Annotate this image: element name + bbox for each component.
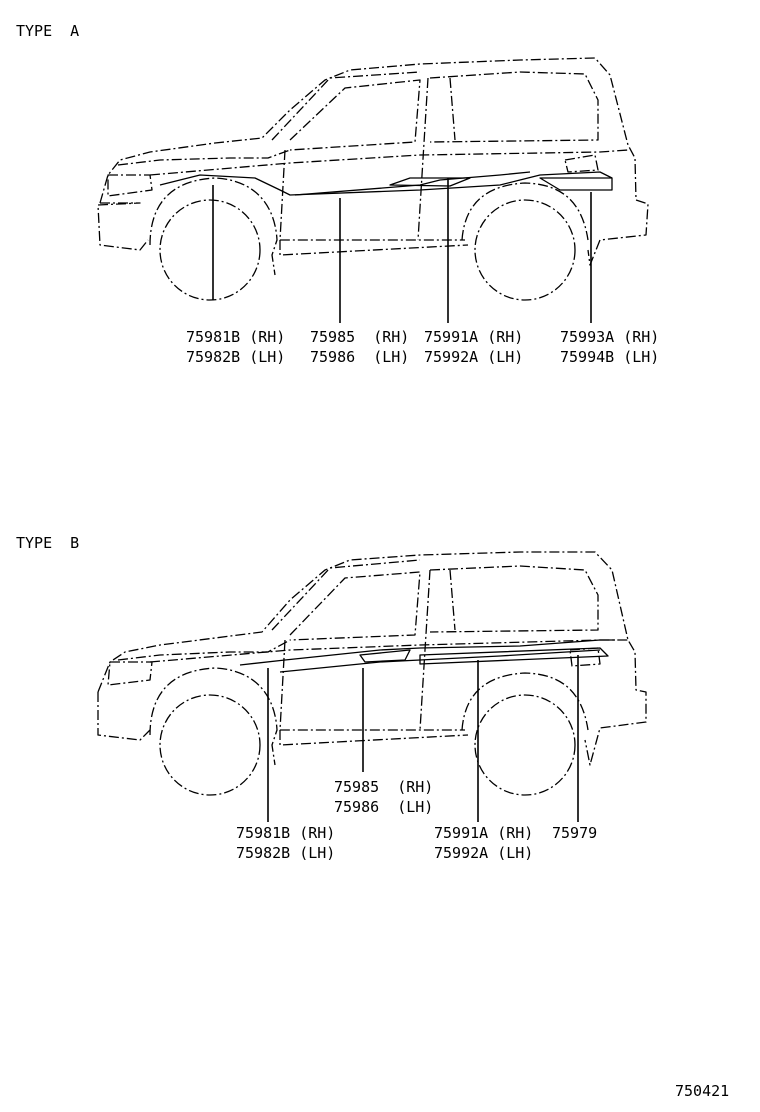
callout-b1-line1: 75981B (RH) [236,824,335,842]
callout-b3-line1: 75991A (RH) [434,824,533,842]
callout-a1-line1: 75981B (RH) [186,328,285,346]
callout-a3-line1: 75991A (RH) [424,328,523,346]
diagram-id: 750421 [675,1082,729,1100]
type-a-label: TYPE A [16,22,79,40]
type-b-callouts: 75981B (RH) 75982B (LH) 75985 (RH) 75986… [236,778,597,862]
callout-b2-line2: 75986 (LH) [334,798,433,816]
callout-a1-line2: 75982B (LH) [186,348,285,366]
callout-a4-line2: 75994B (LH) [560,348,659,366]
callout-b4-line1: 75979 [552,824,597,842]
callout-b2-line1: 75985 (RH) [334,778,433,796]
vehicle-type-a [97,57,649,301]
callout-a2-line1: 75985 (RH) [310,328,409,346]
callout-b1-line2: 75982B (LH) [236,844,335,862]
callout-a4-line1: 75993A (RH) [560,328,659,346]
type-a-callouts: 75981B (RH) 75982B (LH) 75985 (RH) 75986… [186,328,659,366]
vehicle-type-b [97,551,647,796]
type-b-label: TYPE B [16,534,79,552]
callout-a3-line2: 75992A (LH) [424,348,523,366]
type-b-leaders [267,655,579,822]
callout-a2-line2: 75986 (LH) [310,348,409,366]
type-a-leaders [212,178,592,323]
callout-b3-line2: 75992A (LH) [434,844,533,862]
